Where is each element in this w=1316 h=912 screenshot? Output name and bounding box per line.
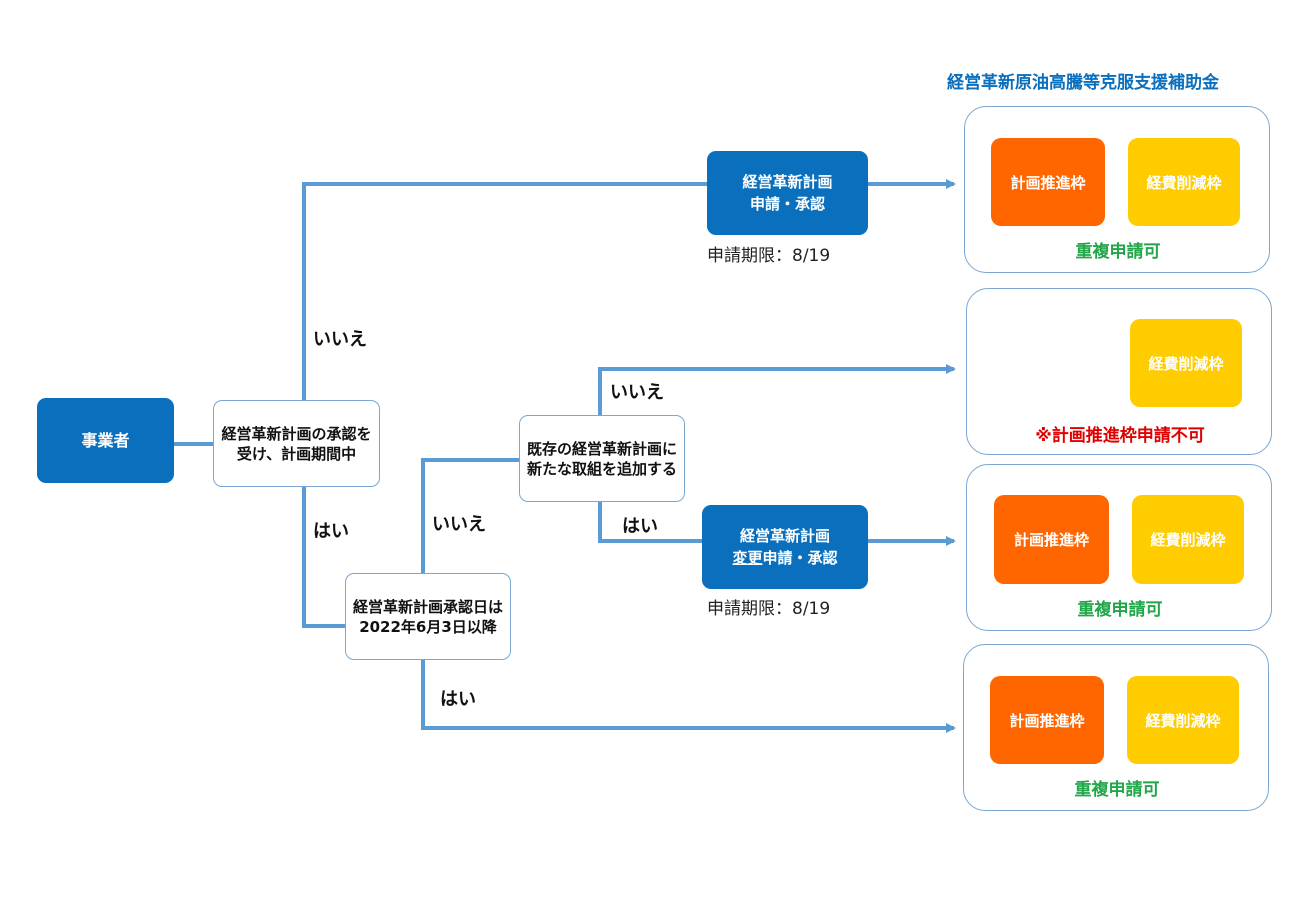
action-apply-line2: 申請・承認: [749, 195, 825, 213]
action-change: 経営革新計画 変更申請・承認: [702, 505, 868, 589]
plan-tag-1: 計画推進枠: [991, 138, 1105, 226]
q1-no-label: いいえ: [313, 329, 367, 350]
q3-yes-label: はい: [622, 516, 658, 537]
result-box-4: 計画推進枠 経費削減枠 重複申請可: [963, 644, 1269, 811]
arrow-to-result2: [598, 364, 956, 415]
result-box-1: 計画推進枠 経費削減枠 重複申請可: [964, 106, 1270, 273]
plan-tag-4: 計画推進枠: [990, 676, 1104, 764]
decision-q1: 経営革新計画の承認を受け、計画期間中: [213, 400, 380, 487]
deadline-2: 申請期限：8/19: [707, 599, 831, 619]
q3-yes-line: [598, 502, 703, 543]
dual-note-1: 重複申請可: [1075, 242, 1161, 262]
action-apply: 経営革新計画 申請・承認: [707, 151, 868, 235]
q2-no-line: [421, 458, 519, 574]
action-change-rest: 申請・承認: [762, 549, 838, 567]
q1-no-line: [302, 182, 707, 400]
decision-q2: 経営革新計画承認日は2022年6月3日以降: [345, 573, 511, 660]
result-box-3: 計画推進枠 経費削減枠 重複申請可: [966, 464, 1272, 631]
q1-yes-line: [302, 487, 346, 628]
decision-q3: 既存の経営革新計画に新たな取組を追加する: [519, 415, 685, 502]
cost-tag-2: 経費削減枠: [1130, 319, 1242, 407]
plan-tag-3: 計画推進枠: [994, 495, 1109, 584]
no-plan-note: ※計画推進枠申請不可: [1035, 426, 1205, 446]
action-change-line2: 変更申請・承認: [732, 547, 837, 569]
action-apply-line1: 経営革新計画: [742, 173, 833, 191]
cost-tag-3: 経費削減枠: [1132, 495, 1244, 584]
q3-no-label: いいえ: [610, 382, 664, 403]
arrow-to-result4: [421, 660, 956, 733]
action-change-underlined: 変更: [732, 549, 763, 567]
deadline-1: 申請期限：8/19: [707, 246, 831, 266]
dual-note-3: 重複申請可: [1077, 600, 1163, 620]
result-box-2: 経費削減枠 ※計画推進枠申請不可: [966, 288, 1272, 455]
cost-tag-4: 経費削減枠: [1127, 676, 1239, 764]
q2-no-label: いいえ: [432, 514, 486, 535]
q1-yes-label: はい: [313, 521, 349, 542]
subsidy-title: 経営革新原油高騰等克服支援補助金: [947, 73, 1219, 93]
q2-yes-label: はい: [440, 689, 476, 710]
action-change-line1: 経営革新計画: [739, 527, 830, 545]
dual-note-4: 重複申請可: [1074, 780, 1160, 800]
start-node: 事業者: [37, 398, 174, 483]
cost-tag-1: 経費削減枠: [1128, 138, 1240, 226]
